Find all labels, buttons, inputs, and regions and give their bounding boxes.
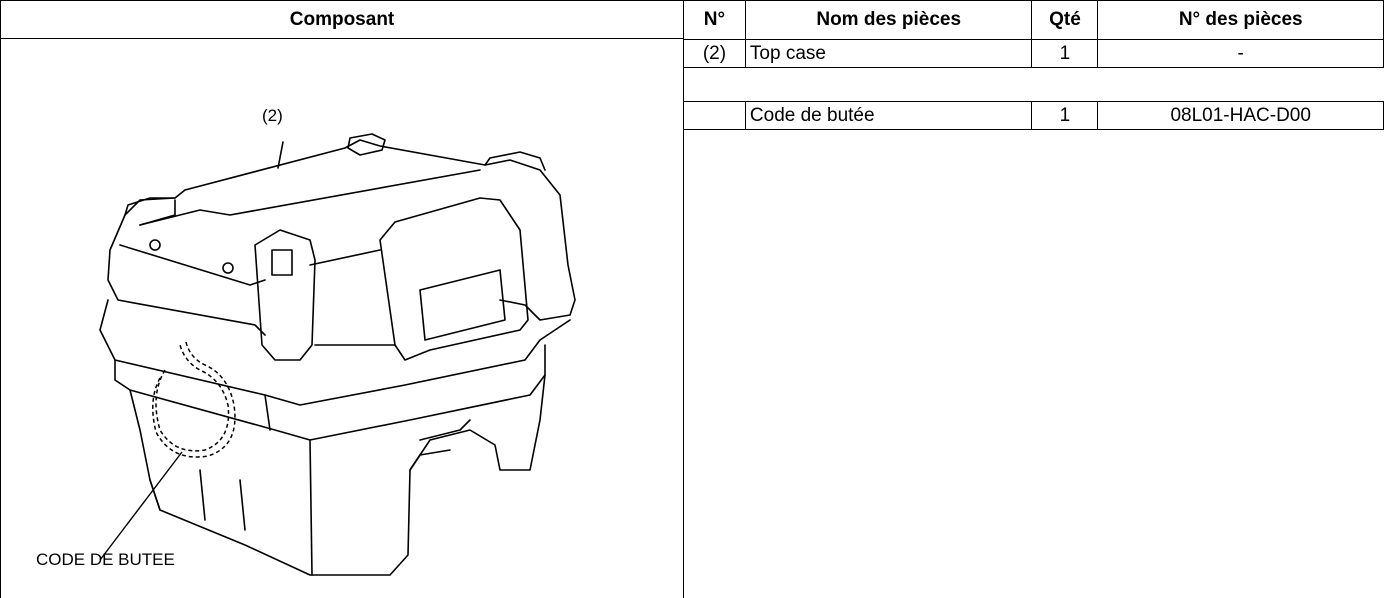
spacer-cell bbox=[683, 67, 1384, 102]
table-header-row: N° Nom des pièces Qté N° des pièces bbox=[683, 0, 1384, 40]
front-handle bbox=[379, 197, 529, 361]
header-qty: Qté bbox=[1031, 0, 1099, 40]
part-ref-callout: (2) bbox=[262, 106, 283, 125]
cell-part-name: Top case bbox=[744, 39, 1033, 68]
header-part-name: Nom des pièces bbox=[744, 0, 1033, 40]
table-spacer-row bbox=[683, 67, 1384, 102]
cell-qty: 1 bbox=[1031, 39, 1099, 68]
cell-part-number: - bbox=[1097, 39, 1384, 68]
composant-header: Composant bbox=[0, 0, 684, 39]
cell-part-number: 08L01-HAC-D00 bbox=[1097, 101, 1384, 130]
stop-code-callout: CODE DE BUTEE bbox=[36, 550, 175, 569]
latch-left bbox=[254, 229, 316, 361]
stop-code-dashed bbox=[155, 344, 230, 452]
lid-top bbox=[124, 139, 576, 321]
table-row: (2) Top case 1 - bbox=[683, 39, 1384, 68]
top-cap bbox=[347, 133, 386, 156]
leader-line-2 bbox=[277, 141, 284, 169]
table-row: Code de butée 1 08L01-HAC-D00 bbox=[683, 101, 1384, 130]
composant-cell bbox=[0, 38, 684, 598]
lid-front bbox=[107, 214, 266, 336]
cell-part-name: Code de butée bbox=[744, 101, 1033, 130]
cell-no: (2) bbox=[683, 39, 746, 68]
cell-no bbox=[683, 101, 746, 130]
header-no: N° bbox=[683, 0, 746, 40]
header-part-number: N° des pièces bbox=[1097, 0, 1384, 40]
leader-line-code bbox=[99, 451, 183, 561]
top-case-illustration bbox=[99, 133, 576, 576]
rim-band bbox=[99, 299, 571, 406]
parts-table: N° Nom des pièces Qté N° des pièces (2) … bbox=[683, 0, 1384, 130]
cell-qty: 1 bbox=[1031, 101, 1099, 130]
